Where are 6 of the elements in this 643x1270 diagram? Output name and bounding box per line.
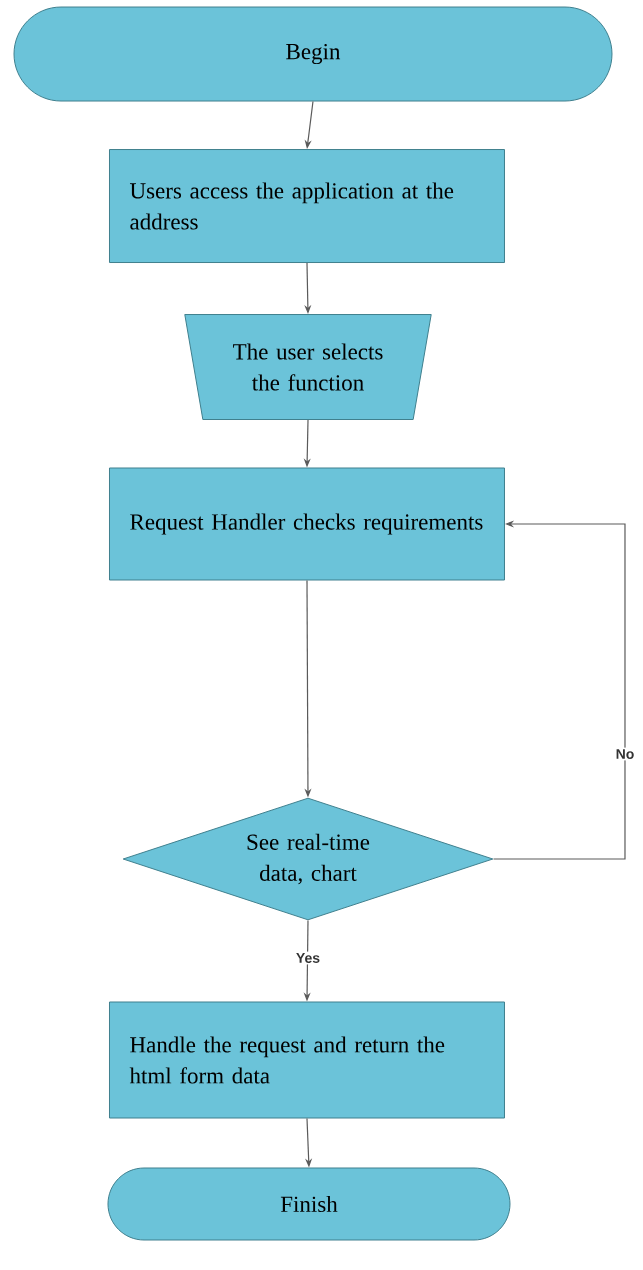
process-box: Handle the request and return the html form data [109, 1001, 505, 1119]
edge-label: No [614, 747, 636, 761]
process-box: Users access the application at the address [109, 149, 505, 263]
input-trapezoid: The user selects the function [184, 314, 432, 420]
process-box: Request Handler checks requirements [109, 467, 505, 581]
edge-label: Yes [294, 951, 322, 965]
